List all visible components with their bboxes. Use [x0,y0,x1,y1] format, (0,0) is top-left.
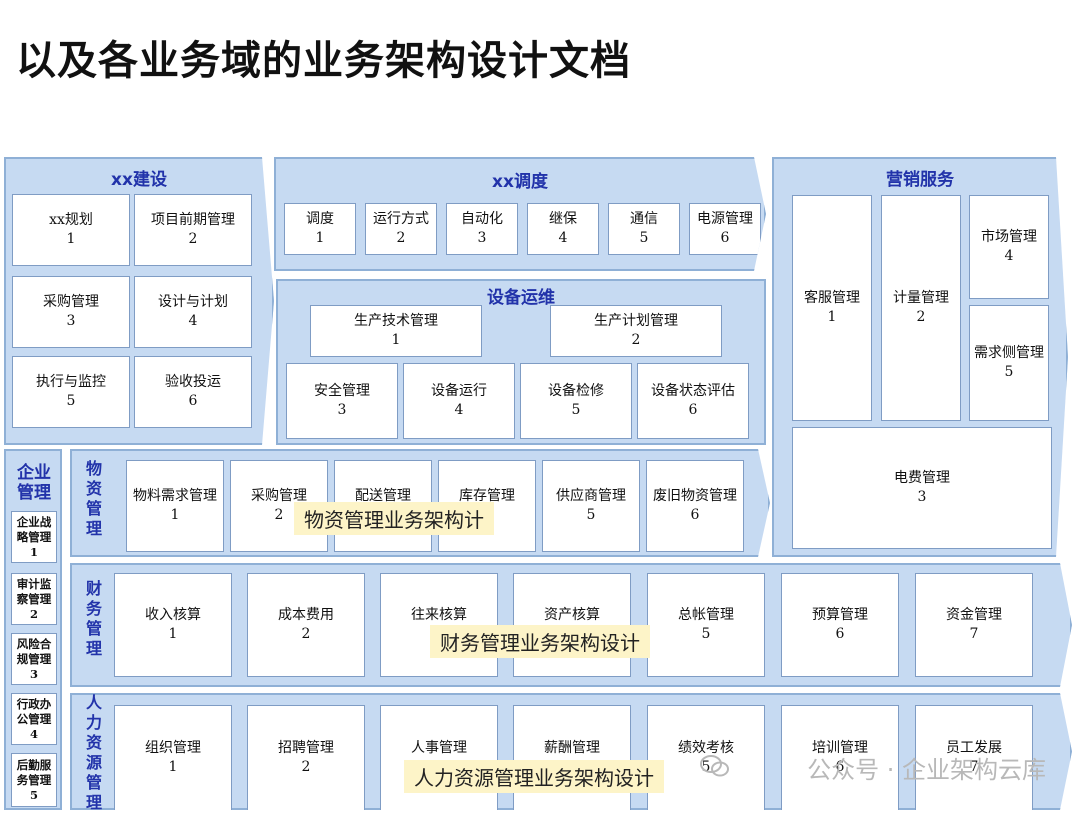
materials-caption: 物资管理业务架构计 [294,502,494,535]
construction-title: xx建设 [111,170,167,190]
page-title: 以及各业务域的业务架构设计文档 [16,38,631,84]
hr-item-4[interactable]: 薪酬管理4 [513,705,631,811]
finance-title: 财务管理 [85,579,102,658]
enterprise-title: 企业管理 [17,463,51,503]
hr-caption: 人力资源管理业务架构设计 [404,760,664,793]
dispatch-title: xx调度 [492,172,548,192]
equipment-title: 设备运维 [487,288,555,308]
marketing-title: 营销服务 [886,170,954,190]
materials-title: 物资管理 [85,459,102,538]
finance-caption: 财务管理业务架构设计 [430,625,650,658]
wechat-icon [700,755,729,777]
hr-title: 人力资源管理 [85,693,102,812]
watermark: 公众号 · 企业架构云库 [807,756,1046,784]
hr-item-3[interactable]: 人事管理3 [380,705,498,811]
